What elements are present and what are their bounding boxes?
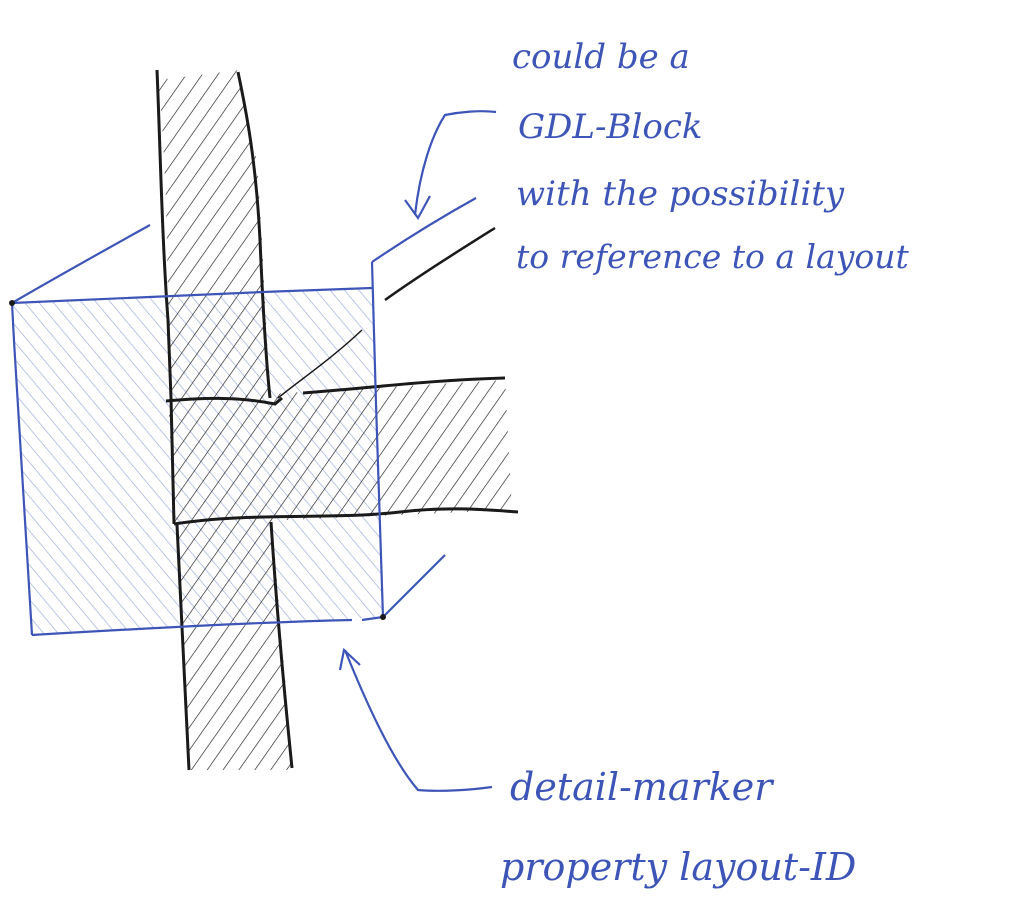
bottom-note: detail-marker property layout-ID [500,765,856,889]
slab-horizontal [165,376,519,526]
top-note-line-2: GDL-Block [518,107,702,147]
wall-lower [175,520,294,771]
corner-dot [9,300,15,306]
black-leader-line [384,226,496,302]
black-thin-diagonal [277,329,363,399]
top-note-line-4: to reference to a layout [516,237,910,276]
bottom-note-line-2: property layout-ID [500,845,856,889]
top-note: could be a GDL-Block with the possibilit… [512,37,910,276]
bottom-note-line-1: detail-marker [510,765,775,809]
corner-dot [380,614,386,620]
detail-marker-box [10,110,497,792]
top-note-line-1: could be a [512,37,690,77]
wall-upper [155,69,272,400]
top-note-line-3: with the possibility [516,174,845,214]
